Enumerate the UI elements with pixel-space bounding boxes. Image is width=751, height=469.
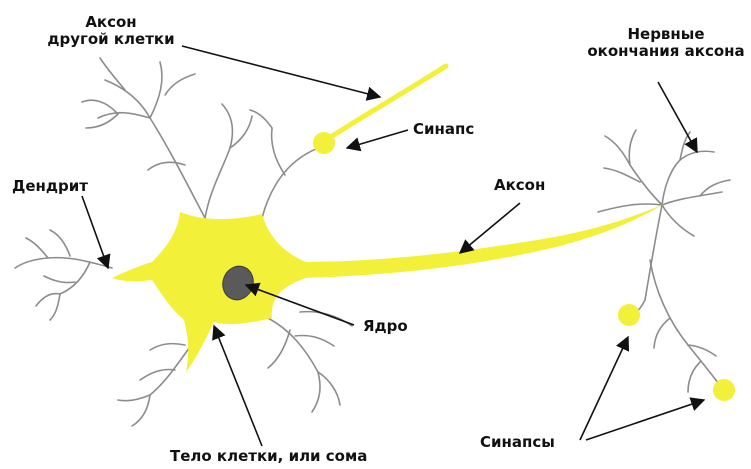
cell-body [112,212,306,372]
label-axon-other-cell-line2: другой клетки [36,31,186,48]
label-nerve-endings-line1: Нервные [586,26,746,43]
arrow-synapses-right [586,400,704,440]
synapse-dot-left [618,304,640,326]
arrow-synapses-left [580,337,628,440]
label-nucleus: Ядро [363,318,408,335]
synapse-dot-right [713,379,735,401]
arrow-nerve-endings [658,82,697,152]
label-dendrite: Дендрит [12,178,88,195]
label-axon: Аксон [494,177,545,194]
synapse-dot-input [313,132,335,154]
label-cell-body: Тело клетки, или сома [170,448,367,465]
arrow-cell-body [214,326,262,446]
label-nerve-endings: Нервные окончания аксона [586,26,746,60]
label-axon-other-cell: Аксон другой клетки [36,14,186,48]
label-synapse: Синапс [413,121,474,138]
arrow-dendrite [82,196,108,268]
arrow-synapse [347,130,408,148]
label-axon-other-cell-line1: Аксон [36,14,186,31]
main-axon [300,204,664,278]
arrow-axon-other-cell [182,46,380,97]
label-synapses: Синапсы [480,434,555,451]
label-nerve-endings-line2: окончания аксона [586,43,746,60]
